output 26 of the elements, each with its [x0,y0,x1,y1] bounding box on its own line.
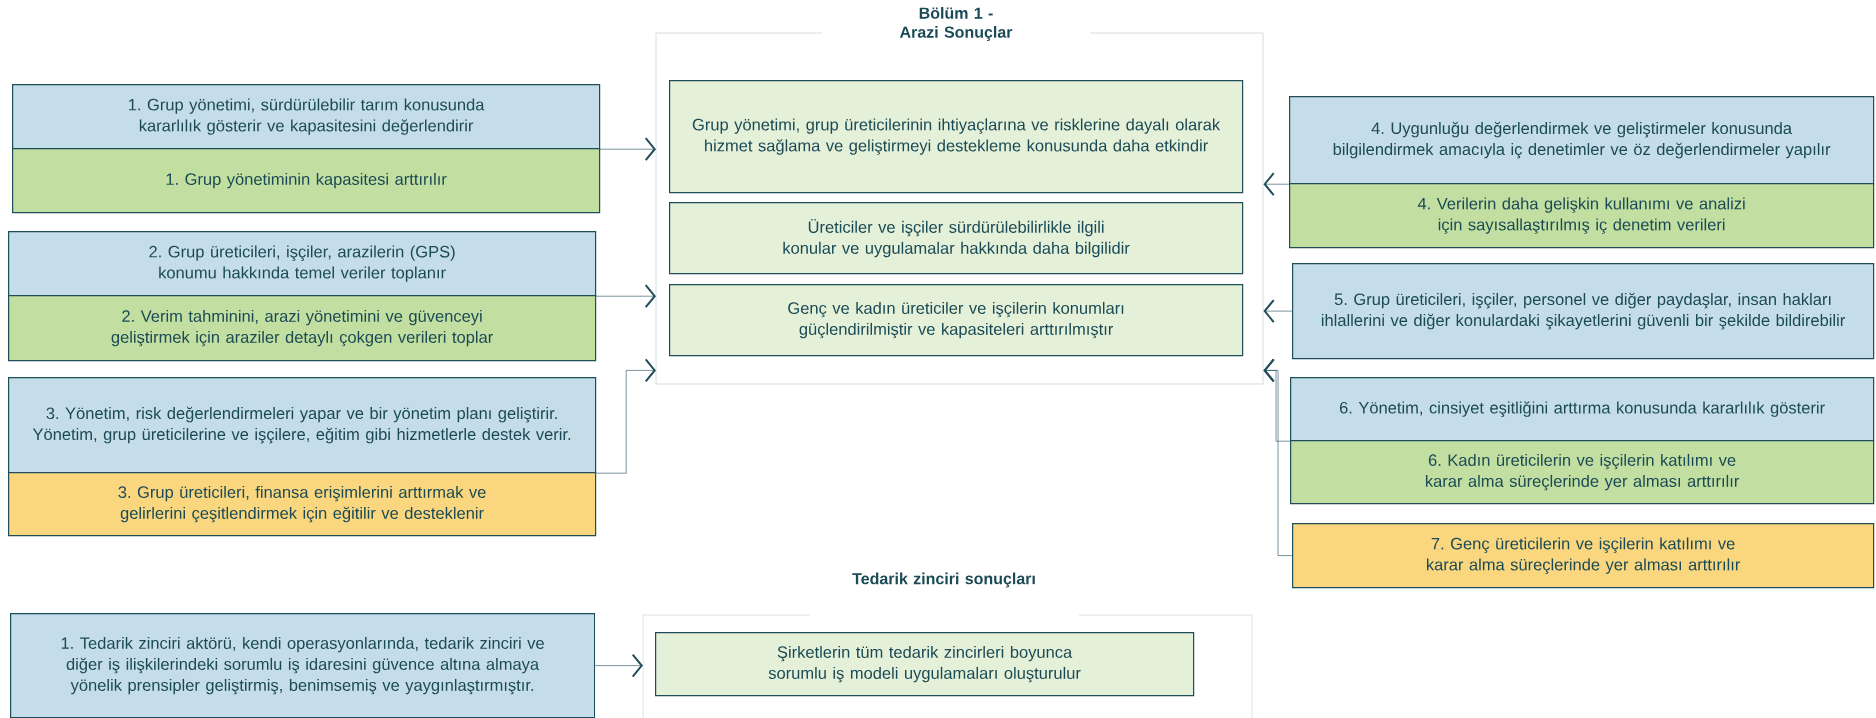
chevron-arrow [1263,172,1290,197]
chevron-arrow [599,137,656,162]
chevron-arrow [595,358,656,474]
text-box: 5. Grup üreticileri, işçiler, personel ve diğer paydaşlar, insan hakları ihlallerini ve diğer konulardaki şikayetlerini güvenli bir şekilde bildirebilir [1292,263,1875,360]
text-box: 2. Grup üreticileri, işçiler, arazilerin (GPS) konumu hakkında temel veriler toplanır [8,231,597,297]
text-box: 6. Yönetim, cinsiyet eşitliğini arttırma konusunda kararlılık gösterir [1290,377,1875,442]
text-box: 7. Genç üreticilerin ve işçilerin katılımı ve karar alma süreçlerinde yer alması arttırılır [1292,523,1875,589]
text-box: Genç ve kadın üreticiler ve işçilerin konumları güçlendirilmiştir ve kapasiteleri arttırılmıştır [669,284,1244,357]
text-box: Grup yönetimi, grup üreticilerinin ihtiyaçlarına ve risklerine dayalı olarak hizmet sağlama ve geliştirmeyi destekleme konusunda daha etkindir [669,80,1244,194]
text-box: 4. Verilerin daha gelişkin kullanımı ve analizi için sayısallaştırılmış iç denetim verileri [1289,183,1875,249]
text-box: Şirketlerin tüm tedarik zincirleri boyunca sorumlu iş modeli uygulamaları oluşturulur [655,632,1195,697]
text-box: 3. Yönetim, risk değerlendirmeleri yapar ve bir yönetim planı geliştirir. Yönetim, grup üreticilerine ve işçilere, eğitim gibi hizmetlerle destek verir. [8,377,597,474]
text-box: Üreticiler ve işçiler sürdürülebilirlikle ilgili konular ve uygulamalar hakkında daha bilgilidir [669,202,1244,275]
text-box: 1. Grup yönetiminin kapasitesi arttırılır [12,148,601,214]
text-box: 4. Uygunluğu değerlendirmek ve geliştirmeler konusunda bilgilendirmek amacıyla iç denetimler ve öz değerlendirmeler yapılır [1289,96,1875,185]
chevron-arrow [595,284,656,309]
section-title: Bölüm 1 - Arazi Sonuçlar [899,7,1013,41]
text-box: 2. Verim tahminini, arazi yönetimini ve güvenceyi geliştirmek için araziler detaylı çokgen verileri toplar [8,295,597,362]
chevron-arrow [1263,299,1293,324]
section-title: Tedarik zinciri sonuçları [852,572,1035,588]
text-box: 3. Grup üreticileri, finansa erişimlerini arttırmak ve gelirlerini çeşitlendirmek için eğitilir ve desteklenir [8,472,597,537]
text-box: 1. Grup yönetimi, sürdürülebilir tarım konusunda kararlılık gösterir ve kapasitesini değerlendirir [12,84,601,150]
text-box: 1. Tedarik zinciri aktörü, kendi operasyonlarında, tedarik zinciri ve diğer iş ilişkilerindeki sorumlu iş idaresini güvence altına almaya yönelik prensipler geliştirmiş, benimsemiş ve yaygınlaştırmıştır. [10,613,596,718]
chevron-arrow [1263,358,1293,556]
text-box: 6. Kadın üreticilerin ve işçilerin katılımı ve karar alma süreçlerinde yer alması arttırılır [1290,440,1875,505]
chevron-arrow [594,653,643,678]
